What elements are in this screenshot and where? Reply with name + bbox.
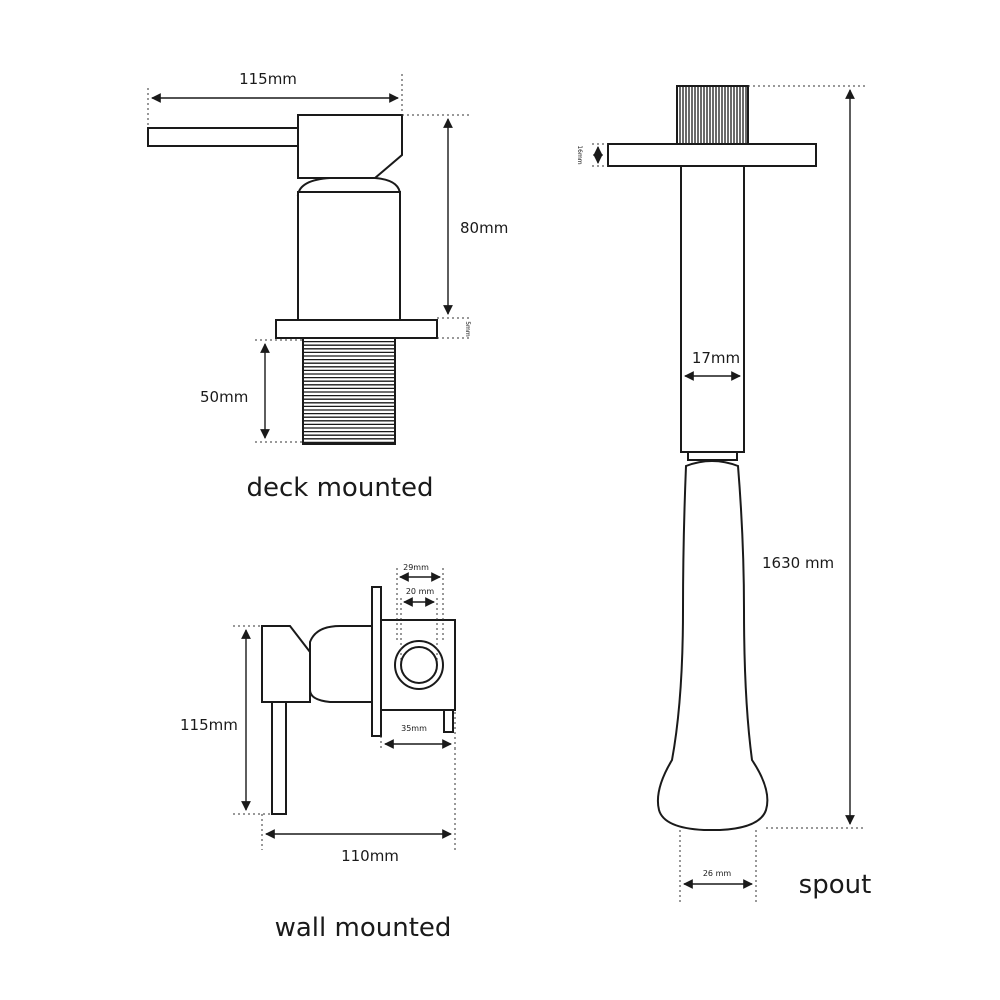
wall-outer-label: 29mm	[403, 563, 429, 572]
spout-lower-body	[656, 460, 769, 831]
wall-handle-head	[261, 625, 311, 703]
deck-thread-lines	[303, 340, 395, 444]
spout-pipe-label: 17mm	[692, 349, 740, 367]
wall-plate	[371, 586, 382, 737]
spout-connector	[687, 451, 738, 461]
deck-handle-lever	[147, 127, 301, 147]
deck-height-label: 80mm	[460, 219, 508, 237]
wall-handle-lever	[271, 699, 287, 815]
spout-thread-lines	[679, 86, 747, 144]
wall-outlet-pin	[443, 709, 454, 733]
deck-mounted-drawing: 115mm 80mm 5mm 50mm deck mounted	[147, 70, 508, 503]
wall-neck	[309, 625, 373, 703]
wall-box-label: 35mm	[401, 724, 427, 733]
spout-pipe	[680, 165, 745, 453]
deck-plate	[275, 319, 438, 339]
deck-body	[297, 191, 401, 321]
spout-base-label: 26 mm	[703, 869, 732, 878]
deck-handle-head	[297, 114, 403, 179]
deck-title: deck mounted	[246, 473, 433, 503]
spout-flange-label: 16mm	[576, 145, 583, 164]
deck-dome	[296, 177, 402, 196]
spout-title: spout	[799, 870, 872, 900]
wall-depth-label: 110mm	[341, 847, 399, 865]
wall-inner-label: 20 mm	[406, 587, 435, 596]
spout-drawing: 16mm 17mm 1630 mm 26 mm spout	[576, 85, 872, 902]
wall-height-label: 115mm	[180, 716, 238, 734]
wall-mounted-drawing: 29mm 20 mm 35mm 115mm 110mm wall mounted	[180, 563, 456, 943]
wall-title: wall mounted	[275, 913, 452, 943]
spout-height-label: 1630 mm	[762, 554, 834, 572]
deck-thread-label: 50mm	[200, 388, 248, 406]
deck-width-label: 115mm	[239, 70, 297, 88]
deck-plate-label: 5mm	[464, 321, 471, 337]
wall-outlet-ring-inner	[400, 646, 438, 684]
spout-flange	[607, 143, 817, 167]
